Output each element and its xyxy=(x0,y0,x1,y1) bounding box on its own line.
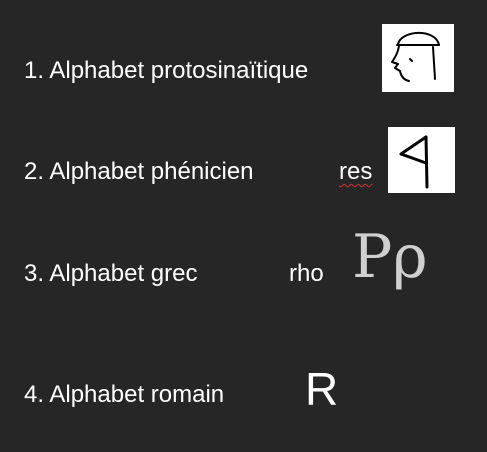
row-1-label: 1. Alphabet protosinaïtique xyxy=(24,57,309,84)
phoenician-res-icon xyxy=(388,127,455,193)
row-3-label: 3. Alphabet grec xyxy=(24,260,198,287)
row-3-letter-name: rho xyxy=(289,260,324,287)
head-pictogram-icon xyxy=(382,24,454,92)
row-2-letter-name: res xyxy=(339,158,373,185)
roman-r-glyph: R xyxy=(305,363,339,415)
greek-rho-glyph: Ρρ xyxy=(352,222,428,292)
row-4-label: 4. Alphabet romain xyxy=(24,381,225,408)
row-2-label: 2. Alphabet phénicien xyxy=(24,158,254,185)
